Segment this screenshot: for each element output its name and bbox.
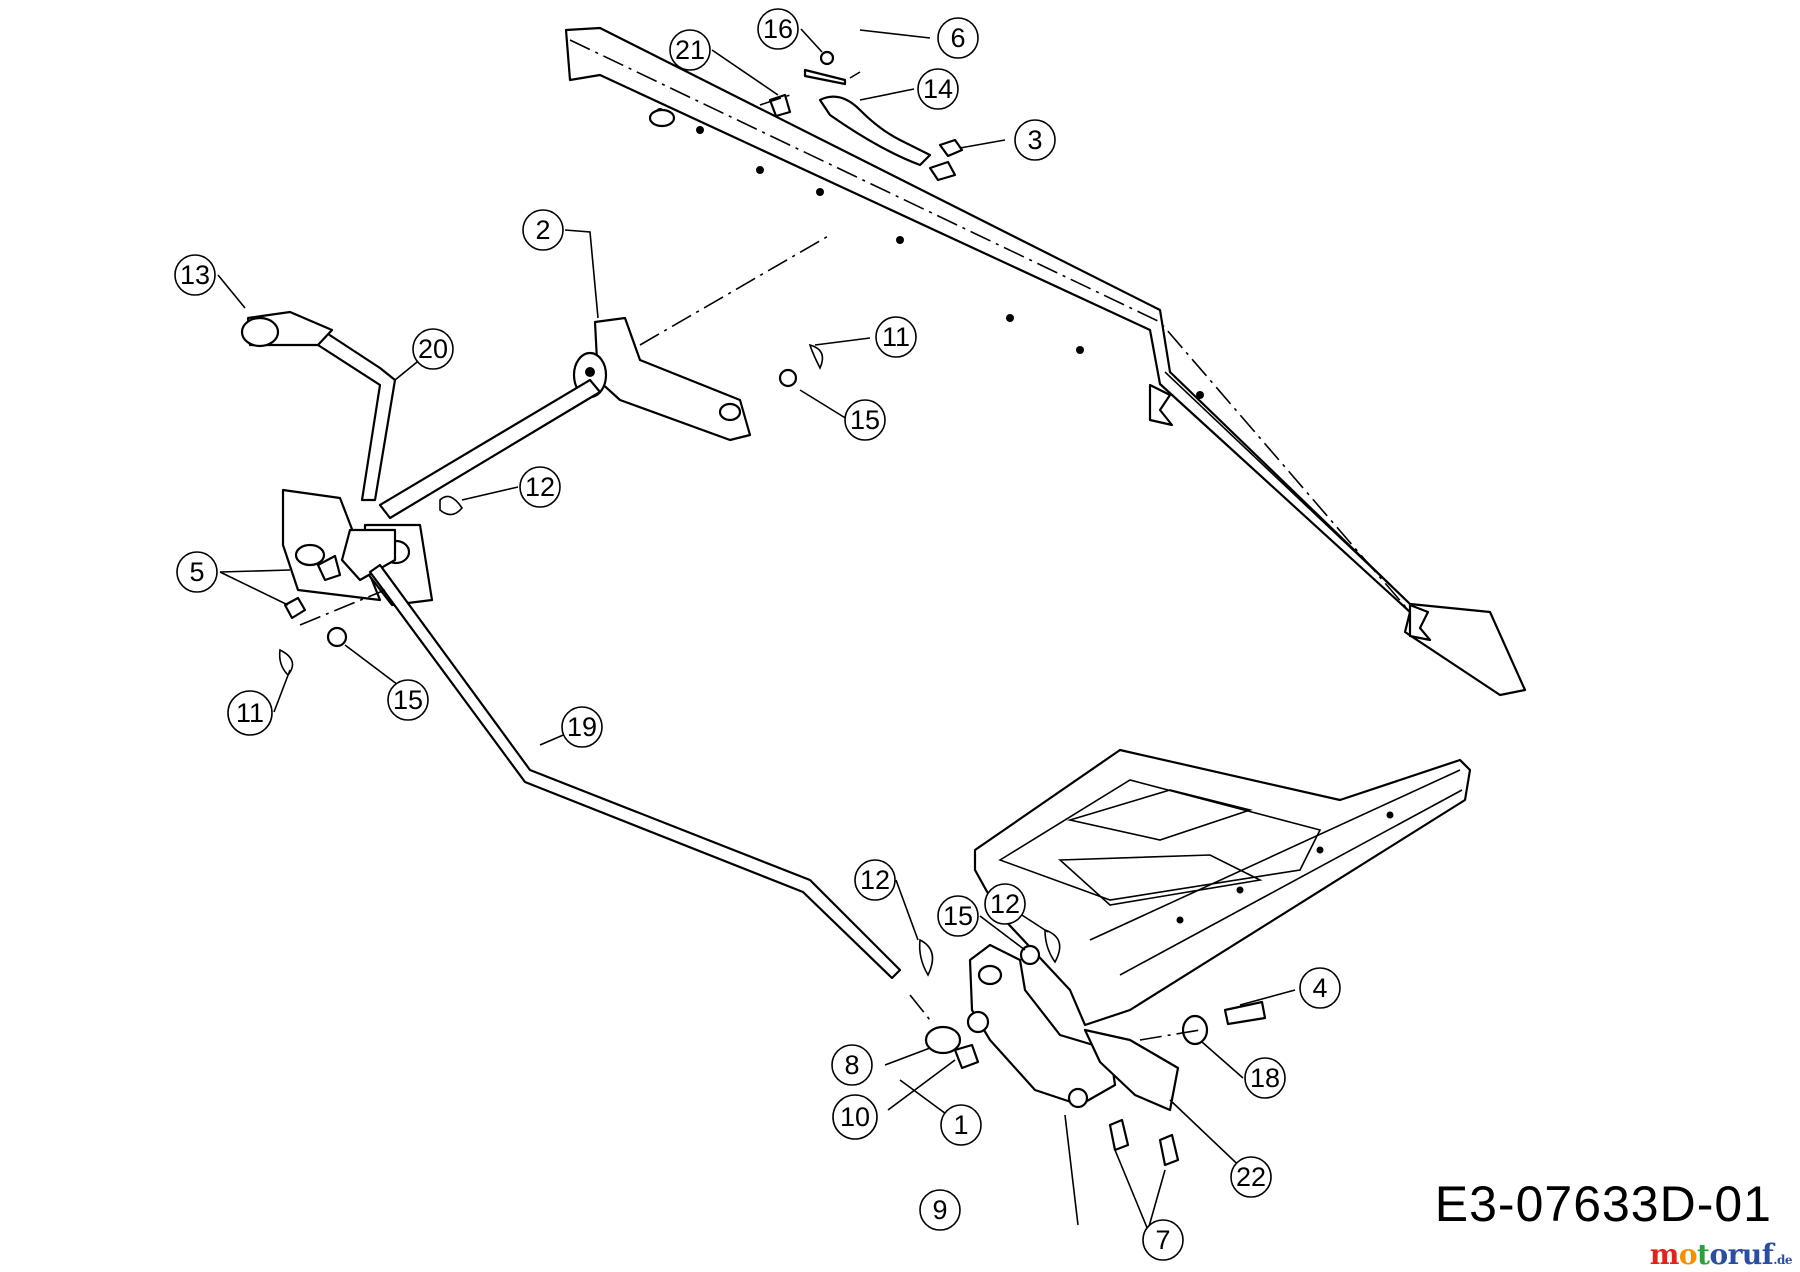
frame-rail	[564, 26, 1527, 697]
svg-text:15: 15	[850, 405, 880, 435]
callout-6: 6	[937, 17, 979, 59]
svg-text:16: 16	[763, 14, 793, 44]
svg-text:15: 15	[393, 685, 423, 715]
callout-14: 14	[917, 68, 959, 110]
callout-16: 16	[757, 8, 799, 50]
callout-2: 2	[522, 209, 564, 251]
callout-15c: 15	[937, 895, 979, 937]
svg-text:11: 11	[882, 322, 910, 352]
callout-5: 5	[176, 551, 218, 593]
callout-1: 1	[940, 1104, 982, 1146]
callout-12c: 12	[984, 883, 1026, 925]
drawing-code: E3-07633D-01	[1434, 1176, 1772, 1232]
cross-shaft	[378, 378, 602, 520]
svg-text:13: 13	[180, 260, 210, 290]
watermark-logo: motoruf.de	[1649, 1238, 1793, 1271]
svg-text:12: 12	[990, 889, 1020, 919]
callout-19: 19	[561, 706, 603, 748]
seat-deck-frame	[973, 748, 1472, 1027]
callout-11b: 11	[227, 690, 273, 736]
svg-text:3: 3	[1027, 125, 1042, 155]
link-rod	[368, 563, 902, 980]
lift-arm	[572, 316, 752, 442]
svg-text:1: 1	[953, 1110, 968, 1140]
callout-22: 22	[1230, 1156, 1272, 1198]
lift-handle	[240, 310, 397, 502]
svg-text:4: 4	[1312, 973, 1327, 1003]
svg-text:14: 14	[923, 74, 953, 104]
svg-text:21: 21	[675, 35, 705, 65]
svg-text:22: 22	[1236, 1162, 1266, 1192]
callout-4: 4	[1299, 967, 1341, 1009]
pivot-bracket	[281, 488, 434, 607]
callout-8: 8	[831, 1044, 873, 1086]
callout-13: 13	[174, 254, 216, 296]
callout-9: 9	[919, 1189, 961, 1231]
callout-10: 10	[832, 1094, 878, 1140]
svg-text:18: 18	[1250, 1063, 1280, 1093]
callout-15b: 15	[387, 679, 429, 721]
svg-text:5: 5	[189, 557, 204, 587]
callout-18: 18	[1244, 1057, 1286, 1099]
callout-12b: 12	[854, 859, 896, 901]
front-bracket	[966, 943, 1180, 1112]
svg-text:10: 10	[840, 1102, 870, 1132]
callout-3: 3	[1014, 119, 1056, 161]
svg-text:2: 2	[535, 215, 550, 245]
hardware	[278, 50, 1267, 1167]
svg-text:9: 9	[932, 1195, 947, 1225]
svg-text:15: 15	[943, 901, 973, 931]
svg-text:20: 20	[418, 334, 448, 364]
callout-20: 20	[412, 328, 454, 370]
assembly-lines	[299, 71, 1201, 1041]
svg-text:19: 19	[567, 712, 597, 742]
callout-15a: 15	[844, 399, 886, 441]
svg-text:8: 8	[844, 1050, 859, 1080]
svg-text:11: 11	[236, 698, 264, 728]
callout-21: 21	[669, 29, 711, 71]
callout-7: 7	[1142, 1219, 1184, 1261]
svg-text:7: 7	[1155, 1225, 1170, 1255]
svg-text:6: 6	[950, 23, 965, 53]
svg-text:12: 12	[860, 865, 890, 895]
callout-12a: 12	[519, 466, 561, 508]
callout-11a: 11	[875, 316, 917, 358]
svg-text:12: 12	[525, 472, 555, 502]
